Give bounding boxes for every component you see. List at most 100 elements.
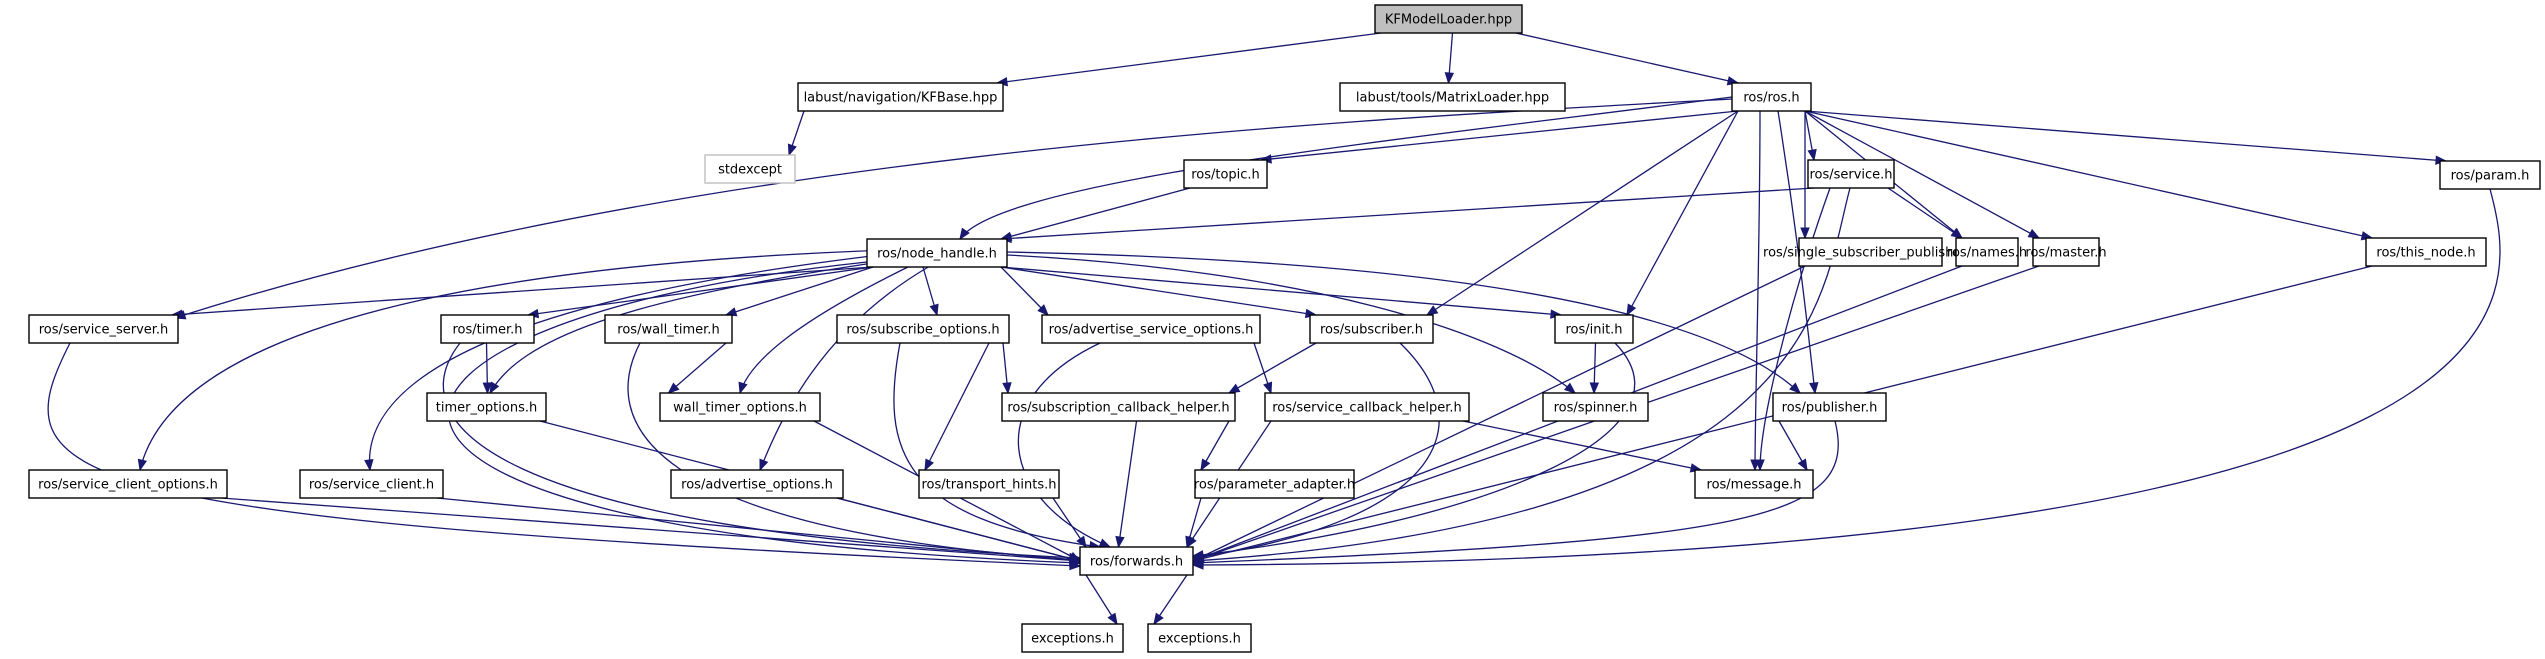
node-service-server[interactable]: ros/service_server.h <box>28 314 179 344</box>
node-exceptions1[interactable]: exceptions.h <box>1021 623 1124 653</box>
node-label: ros/parameter_adapter.h <box>1194 478 1355 493</box>
node-subscription-callback-helper[interactable]: ros/subscription_callback_helper.h <box>1001 392 1236 422</box>
node-label: ros/wall_timer.h <box>617 323 719 338</box>
node-wall-timer[interactable]: ros/wall_timer.h <box>604 314 733 344</box>
node-box <box>1264 392 1470 422</box>
edge-timer-to-forwards <box>442 342 1082 563</box>
node-publisher[interactable]: ros/publisher.h <box>1772 392 1887 422</box>
edge-line <box>759 265 931 471</box>
edge-transport_hints-to-forwards <box>1052 497 1087 549</box>
node-message[interactable]: ros/message.h <box>1694 469 1814 499</box>
node-label: ros/param.h <box>2451 169 2530 184</box>
edge-line <box>1462 420 1702 471</box>
edge-advertise_options-to-forwards <box>836 497 1082 563</box>
node-subscribe-options[interactable]: ros/subscribe_options.h <box>836 314 1010 344</box>
node-single-sub-pub[interactable]: ros/single_subscriber_publisher.h <box>1763 237 1978 267</box>
node-label: ros/advertise_options.h <box>681 478 833 493</box>
node-timer[interactable]: ros/timer.h <box>440 314 535 344</box>
node-this-node[interactable]: ros/this_node.h <box>2365 237 2487 267</box>
node-spinner[interactable]: ros/spinner.h <box>1542 392 1649 422</box>
arrowhead-icon <box>1589 382 1600 395</box>
node-service[interactable]: ros/service.h <box>1807 159 1895 189</box>
node-matrixloader[interactable]: labust/tools/MatrixLoader.hpp <box>1339 82 1566 112</box>
node-box <box>1694 469 1814 499</box>
node-box <box>704 154 796 184</box>
node-timer-options[interactable]: timer_options.h <box>426 392 547 422</box>
node-label: ros/single_subscriber_publisher.h <box>1763 246 1978 261</box>
node-topic[interactable]: ros/topic.h <box>1183 159 1268 189</box>
node-label: KFModelLoader.hpp <box>1385 13 1512 28</box>
node-box <box>1194 469 1355 499</box>
node-exceptions2[interactable]: exceptions.h <box>1147 623 1252 653</box>
edge-subscriber-to-forwards <box>1191 342 1440 562</box>
edge-line <box>1000 187 1191 240</box>
arrowhead-icon <box>1115 535 1125 549</box>
node-node-handle[interactable]: ros/node_handle.h <box>866 238 1008 268</box>
node-box <box>1554 314 1634 344</box>
edge-line <box>1192 187 1851 562</box>
node-box <box>797 82 1004 112</box>
node-names[interactable]: ros/names.h <box>1947 237 2027 267</box>
edge-line <box>368 254 881 471</box>
edge-line <box>1759 187 1831 471</box>
node-service-callback-helper[interactable]: ros/service_callback_helper.h <box>1264 392 1470 422</box>
node-box <box>670 469 844 499</box>
arrowhead-icon <box>1809 382 1819 395</box>
edge-line <box>996 32 1382 84</box>
edge-line <box>924 342 990 471</box>
node-param[interactable]: ros/param.h <box>2439 160 2541 190</box>
node-advertise-service-options[interactable]: ros/advertise_service_options.h <box>1041 314 1261 344</box>
edge-root-to-kfbase <box>995 32 1382 87</box>
edge-node_handle-to-service_client_options <box>137 249 891 472</box>
edge-line <box>1006 254 1576 394</box>
edge-line <box>1804 110 2447 162</box>
node-label: ros/advertise_service_options.h <box>1049 323 1254 338</box>
edge-service_client_options-to-forwards <box>220 497 1082 565</box>
edge-line <box>1426 110 1739 316</box>
node-label: timer_options.h <box>436 401 537 416</box>
node-advertise-options[interactable]: ros/advertise_options.h <box>670 469 844 499</box>
node-ros[interactable]: ros/ros.h <box>1731 82 1812 112</box>
node-label: ros/names.h <box>1947 246 2027 261</box>
node-subscriber[interactable]: ros/subscriber.h <box>1309 314 1434 344</box>
node-master[interactable]: ros/master.h <box>2025 237 2107 267</box>
node-kfbase[interactable]: labust/navigation/KFBase.hpp <box>797 82 1004 112</box>
node-label: ros/subscription_callback_helper.h <box>1007 401 1229 416</box>
node-label: ros/service_callback_helper.h <box>1272 401 1462 416</box>
node-box <box>299 469 444 499</box>
edge-node_handle-to-advertise_options <box>759 265 931 472</box>
node-label: exceptions.h <box>1158 632 1241 647</box>
node-box <box>1041 314 1261 344</box>
node-root[interactable]: KFModelLoader.hpp <box>1374 4 1523 34</box>
node-label: ros/ros.h <box>1743 91 1799 106</box>
edge-subscription_callback_helper-to-parameter_adapter <box>1200 420 1230 472</box>
node-label: ros/this_node.h <box>2376 246 2475 261</box>
arrowhead-icon <box>2027 228 2041 239</box>
node-wall-timer-options[interactable]: wall_timer_options.h <box>659 392 821 422</box>
arrowhead-icon <box>1037 304 1049 316</box>
edge-node_handle-to-publisher <box>1006 251 1801 394</box>
node-init[interactable]: ros/init.h <box>1554 314 1634 344</box>
node-stdexcept[interactable]: stdexcept <box>704 154 796 184</box>
edge-line <box>527 266 874 316</box>
node-forwards[interactable]: ros/forwards.h <box>1079 546 1194 576</box>
node-service-client-options[interactable]: ros/service_client_options.h <box>28 469 228 499</box>
node-transport-hints[interactable]: ros/transport_hints.h <box>918 469 1060 499</box>
edge-subscribe_options-to-forwards <box>893 342 1102 551</box>
node-service-client[interactable]: ros/service_client.h <box>299 469 444 499</box>
node-parameter-adapter[interactable]: ros/parameter_adapter.h <box>1194 469 1355 499</box>
arrowhead-icon <box>1807 148 1817 162</box>
edge-node_handle-to-timer_options <box>489 261 881 395</box>
edge-node_handle-to-advertise_service_options <box>1000 266 1049 316</box>
edge-line <box>47 342 1081 567</box>
node-box <box>1374 4 1523 34</box>
node-label: ros/publisher.h <box>1782 401 1878 416</box>
node-box <box>1021 623 1124 653</box>
edge-line <box>1192 420 1839 564</box>
node-box <box>836 314 1010 344</box>
arrowhead-icon <box>1200 458 1211 472</box>
node-box <box>28 314 179 344</box>
node-box <box>1183 159 1268 189</box>
node-box <box>1798 237 1943 267</box>
edge-node_handle-to-init <box>1000 266 1563 319</box>
